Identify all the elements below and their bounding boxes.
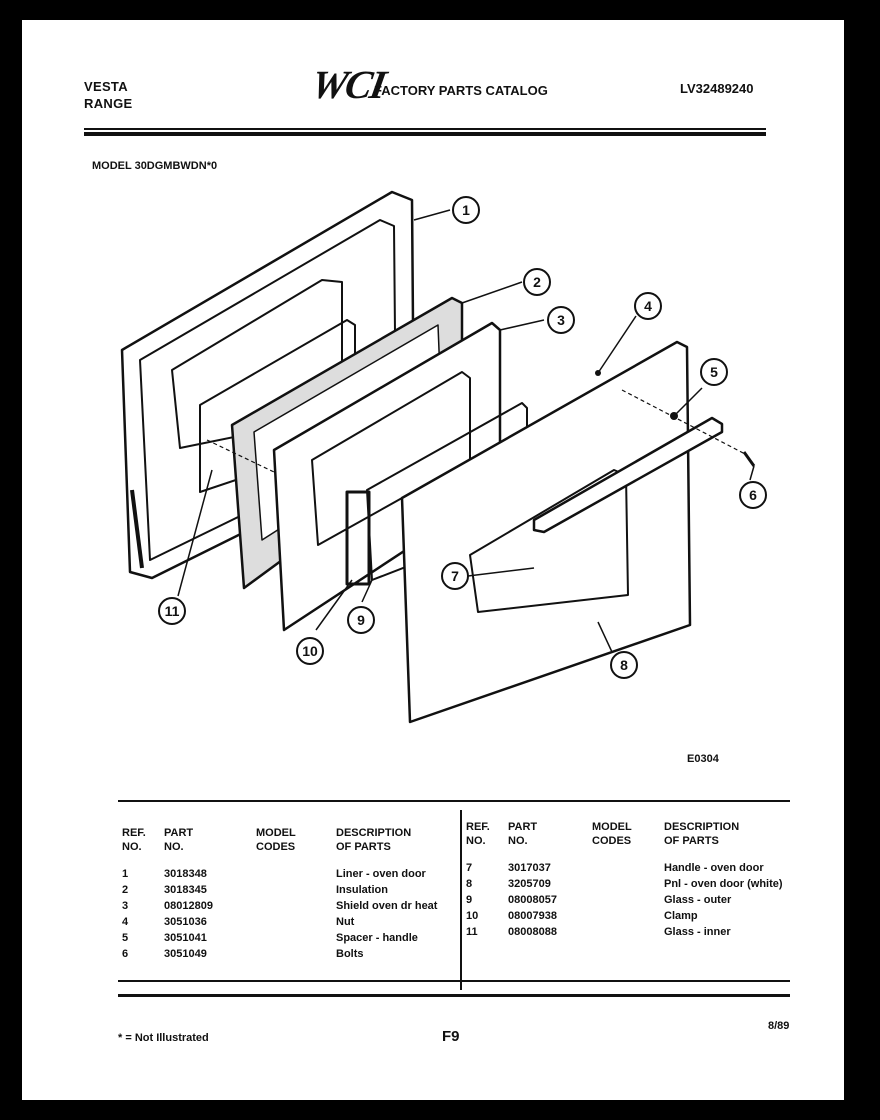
callout-11 [158, 597, 186, 625]
callout-label: 10 [302, 643, 318, 659]
brand-name: VESTA [84, 79, 128, 94]
callout-label: 4 [644, 298, 652, 314]
exploded-parts-diagram: 1 2 3 4 5 6 7 8 9 10 11 [120, 190, 767, 724]
handle-part [532, 416, 724, 534]
callout-5 [700, 358, 728, 386]
callout-2 [523, 268, 551, 296]
callout-label: 9 [357, 612, 365, 628]
bolt-part [742, 451, 756, 467]
heat-shield-part [272, 321, 502, 632]
diagram-code: E0304 [687, 753, 719, 765]
page-number: F9 [442, 1028, 460, 1045]
ref-header: REF.NO. [466, 821, 490, 847]
callout-1 [452, 196, 480, 224]
callout-label: 8 [620, 657, 628, 673]
callout-label: 3 [557, 312, 565, 328]
callout-label: 6 [749, 487, 757, 503]
callout-label: 11 [165, 603, 180, 619]
table-top-rule [118, 800, 790, 802]
brand-block: VESTA RANGE [84, 78, 132, 112]
callout-4 [634, 292, 662, 320]
header-rule-thick [84, 132, 766, 136]
catalog-title: FACTORY PARTS CATALOG [374, 83, 548, 98]
table-bottom-rule [118, 980, 790, 982]
not-illustrated-note: * = Not Illustrated [118, 1032, 209, 1044]
callout-3 [547, 306, 575, 334]
table-bottom-rule-thick [118, 994, 790, 997]
catalog-date: 8/89 [768, 1020, 790, 1032]
callout-6 [739, 481, 767, 509]
catalog-number: LV32489240 [680, 81, 754, 96]
callout-label: 1 [462, 202, 470, 218]
callout-label: 2 [533, 274, 541, 290]
model-label: MODEL 30DGMBWDN*0 [92, 160, 218, 172]
callout-10 [296, 637, 324, 665]
product-type: RANGE [84, 96, 133, 111]
header-rule [84, 128, 766, 130]
callout-8 [610, 651, 638, 679]
ref-header: REF.NO. [122, 827, 146, 853]
callout-9 [347, 606, 375, 634]
callout-label: 7 [451, 568, 459, 584]
callout-7 [441, 562, 469, 590]
table-column-separator [460, 810, 462, 990]
catalog-page: VESTA RANGE WCI FACTORY PARTS CATALOG LV… [22, 20, 844, 1100]
callout-label: 5 [710, 364, 718, 380]
